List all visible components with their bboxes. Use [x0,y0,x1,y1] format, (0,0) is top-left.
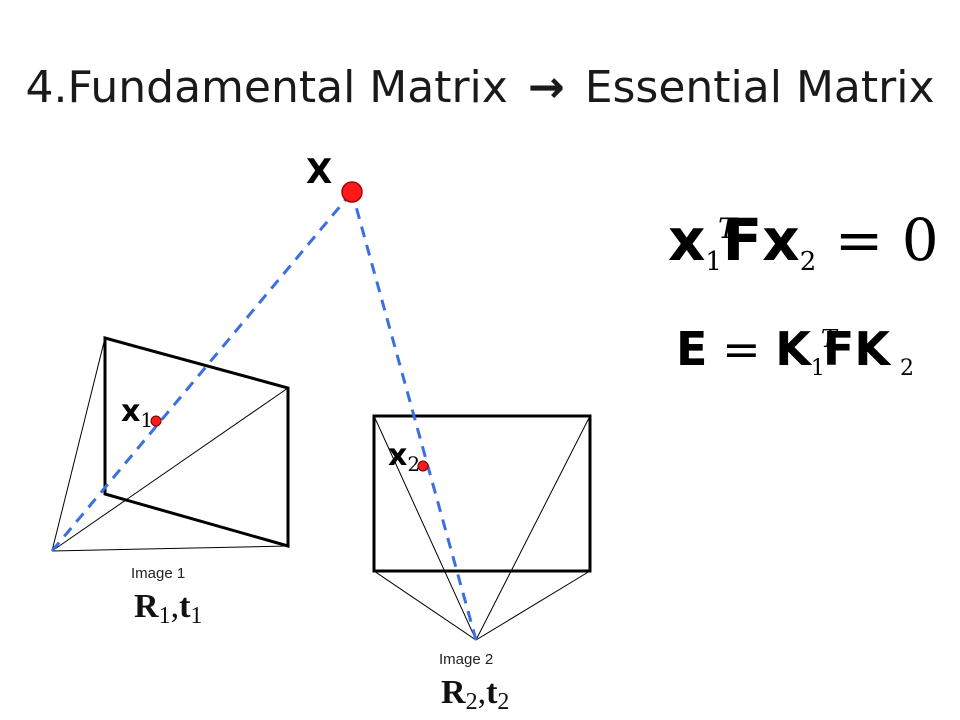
point-x2-projection [417,460,429,472]
point-x1-projection [150,415,162,427]
image2-caption: Image 2 [439,651,494,668]
camera2-frustum-line-left-top [373,415,477,641]
ray-camera1-to-X [50,191,354,552]
slide-title: 4.Fundamental Matrix → Essential Matrix [0,62,960,113]
point-X-label: X [306,152,333,192]
ray-camera2-to-X [350,191,478,641]
title-left: 4.Fundamental Matrix [25,62,508,113]
point-x2-label: x2 [388,438,421,476]
image1-pose: R1,t1 [134,588,203,629]
point-x1-label: x1 [121,394,154,432]
title-right: Essential Matrix [584,62,935,113]
arrow-right-icon: → [527,62,565,113]
camera1-frustum-line-top [51,337,106,552]
fundamental-matrix-equation: x1TFx2 = 0 [668,206,939,277]
image1-plane [103,336,290,548]
image2-plane [372,414,592,573]
camera1-frustum-line-bottom [51,545,289,552]
image1-caption: Image 1 [131,565,186,582]
camera2-frustum-line-right-bottom [475,570,591,641]
image2-pose: R2,t2 [441,674,510,715]
camera1-frustum-line-right [51,387,289,552]
point-X-3d [341,181,363,203]
camera2-frustum-line-right-top [475,415,591,641]
camera2-frustum-line-left-bottom [373,570,477,641]
